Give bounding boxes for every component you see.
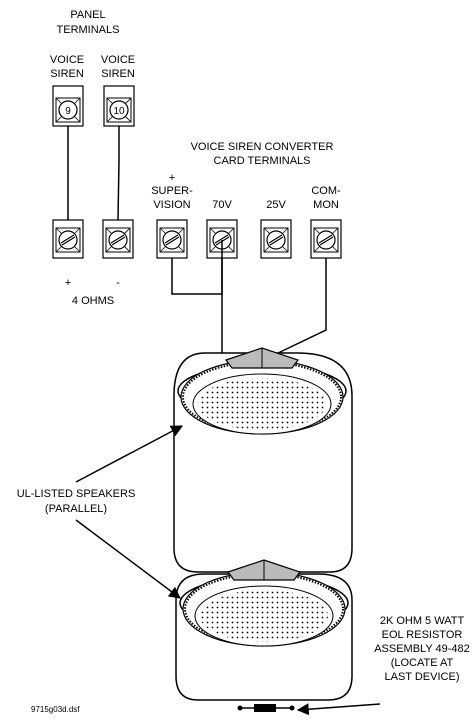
file-reference: 9715g03d.dsf <box>31 705 80 714</box>
supervision-plus-sign: + <box>169 172 175 184</box>
screw-terminal-25v <box>260 219 292 259</box>
terminal-70v-label: 70V <box>212 199 232 211</box>
panel-header-line1: PANEL <box>70 9 105 21</box>
siren-b-label-line1: VOICE <box>101 54 135 66</box>
minus-label: - <box>116 277 120 289</box>
supervision-label-line2: VISION <box>153 199 190 211</box>
speaker-1 <box>177 347 347 435</box>
supervision-label-line1: SUPER- <box>151 185 193 197</box>
panel-terminal-10: 10 <box>103 85 135 127</box>
eol-resistor <box>237 704 295 712</box>
common-label-line1: COM- <box>311 185 341 197</box>
speakers-label-line1: UL-LISTED SPEAKERS <box>17 488 136 500</box>
screw-terminal-common <box>310 219 342 259</box>
converter-header-line2: CARD TERMINALS <box>214 155 311 167</box>
arrow-to-speaker-1 <box>75 425 184 483</box>
wire-common-to-speaker <box>275 258 327 355</box>
speaker-2 <box>179 559 349 647</box>
four-ohms-label: 4 OHMS <box>72 295 114 307</box>
terminal-25v-label: 25V <box>266 199 286 211</box>
screw-terminal-row <box>52 219 342 259</box>
panel-header-line2: TERMINALS <box>57 24 120 36</box>
arrow-to-eol-resistor <box>296 703 381 716</box>
plus-label: + <box>65 277 71 289</box>
terminal-9-number: 9 <box>65 106 71 117</box>
eol-label-line4: (LOCATE AT <box>391 657 454 669</box>
eol-label-line3: ASSEMBLY 49-482 <box>374 643 470 655</box>
speakers-label-line2: (PARALLEL) <box>45 503 107 515</box>
siren-b-label-line2: SIREN <box>101 68 135 80</box>
eol-label-line5: LAST DEVICE) <box>385 671 460 683</box>
speaker-1-grille <box>198 378 326 430</box>
eol-label-line2: EOL RESISTOR <box>382 629 463 641</box>
siren-a-label-line2: SIREN <box>50 68 84 80</box>
eol-label-line1: 2K OHM 5 WATT <box>380 615 465 627</box>
common-label-line2: MON <box>313 199 339 211</box>
supervision-jumper-wire <box>171 258 223 295</box>
screw-terminal-supervision <box>156 219 188 259</box>
wire-terminal-10 <box>117 126 120 221</box>
arrow-to-speaker-2 <box>75 519 181 599</box>
panel-terminal-9: 9 <box>52 85 84 127</box>
speaker-2-grille <box>200 590 328 642</box>
terminal-10-number: 10 <box>113 106 125 117</box>
screw-terminal-plus <box>52 219 84 259</box>
converter-header-line1: VOICE SIREN CONVERTER <box>191 141 334 153</box>
screw-terminal-minus <box>102 219 134 259</box>
siren-a-label-line1: VOICE <box>50 54 84 66</box>
